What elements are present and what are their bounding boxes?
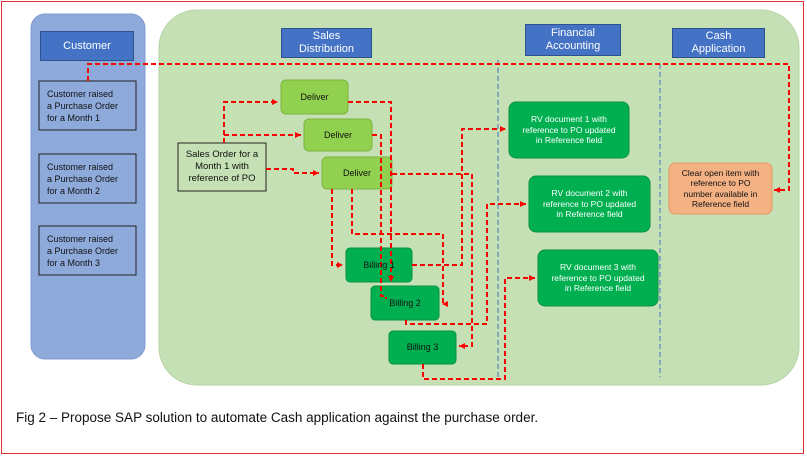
deliver-3-text: Deliver [342, 167, 371, 178]
customer-po-box-2 [38, 153, 137, 204]
rv-document-box-1 [508, 101, 630, 159]
clear-open-item-box [668, 162, 773, 215]
clear-open-item-text: Clear open item with reference to PO num… [681, 167, 760, 210]
arrow-billing-2-to-rv-2 [405, 201, 526, 325]
customer-header: Customer [40, 31, 134, 61]
billing-2-text: Billing 2 [389, 297, 421, 308]
arrow-billing-3-to-rv-3 [422, 275, 535, 380]
customer-po-box-1 [38, 80, 137, 131]
cash-application-header: Cash Application [672, 28, 765, 58]
figure-caption: Fig 2 – Propose SAP solution to automate… [16, 410, 539, 425]
rv-document-1-text: RV document 1 with reference to PO updat… [522, 114, 616, 146]
arrow-po-to-cash [87, 63, 790, 193]
billing-3-text: Billing 3 [406, 342, 439, 352]
billing-1-text: Billing 1 [363, 259, 395, 270]
customer-po-1-text: Customer raised a Purchase Order for a M… [47, 88, 119, 123]
rv-document-box-3 [537, 249, 659, 307]
customer-po-2-text: Customer raised a Purchase Order for a M… [47, 161, 119, 196]
sales-order-text: Sales Order for a Month 1 with reference… [185, 149, 259, 184]
arrow-deliver-3-to-billing-3 [392, 173, 473, 349]
financial-accounting-header: Financial Accounting [525, 24, 621, 56]
arrow-deliver-2-to-billing-3 [372, 134, 387, 299]
arrow-so-to-deliver-3 [266, 168, 319, 176]
arrow-billing-1-to-rv-1 [412, 126, 506, 266]
rv-document-2-text: RV document 2 with reference to PO updat… [542, 188, 637, 220]
deliver-1-text: Deliver [300, 91, 329, 102]
sales-distribution-header: Sales Distribution [281, 28, 372, 58]
sales-order-box [177, 142, 267, 192]
arrow-deliver-3-to-billing-1 [331, 189, 343, 268]
flow-arrows [87, 63, 790, 380]
arrow-deliver-1-to-billing-2 [348, 101, 394, 282]
customer-po-box-3 [38, 225, 137, 276]
arrow-deliver-2-to-billing-2 [351, 189, 448, 307]
rv-document-box-2 [528, 175, 651, 233]
rv-document-3-text: RV document 3 with reference to PO updat… [551, 262, 645, 294]
customer-po-3-text: Customer raised a Purchase Order for a M… [47, 233, 119, 268]
deliver-2-text: Deliver [323, 129, 352, 140]
deliver-box-1 [280, 79, 349, 115]
arrow-so-to-deliver-1 [223, 99, 278, 143]
